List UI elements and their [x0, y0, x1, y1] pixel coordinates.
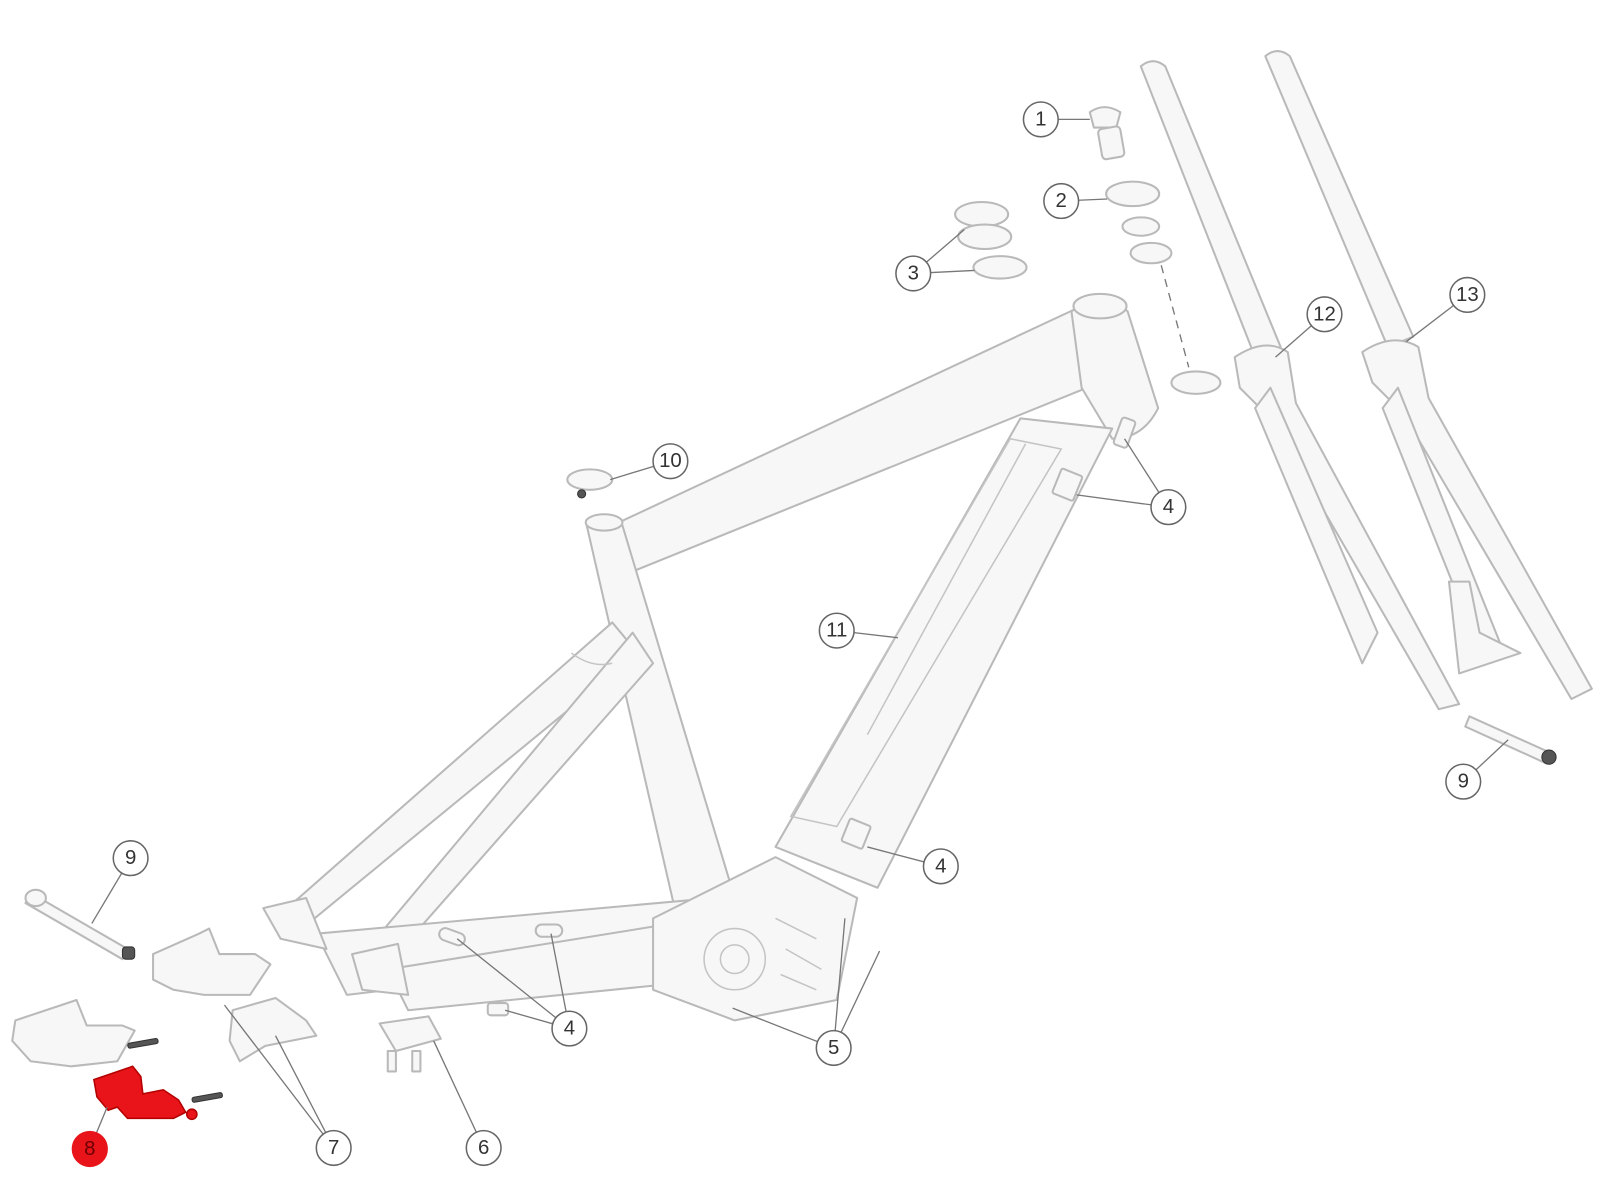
callout-circle	[895, 255, 932, 292]
callout-battery-cover: 11	[818, 612, 855, 649]
highlighted-dropout	[93, 1065, 187, 1120]
callout-circle	[1449, 276, 1486, 314]
callout-circle	[1150, 489, 1187, 526]
callout-circle	[922, 848, 959, 885]
leader-line	[223, 1004, 335, 1149]
callout-circle	[112, 840, 149, 877]
callout-number: 7	[328, 1137, 339, 1159]
callout-number: 10	[659, 450, 682, 472]
callout-front-thru-axle: 9	[1445, 763, 1482, 800]
leader-line	[833, 918, 846, 1049]
callout-cable-guide-downtube: 4	[922, 848, 959, 885]
callout-circle	[315, 1129, 352, 1167]
rear-parts	[11, 888, 442, 1121]
callout-circle	[1043, 182, 1080, 220]
callout-kickstand-plate: 6	[465, 1129, 502, 1167]
leader-line	[274, 1035, 335, 1149]
forks	[1139, 50, 1593, 765]
leader-line	[456, 938, 570, 1030]
callout-circle	[818, 612, 855, 649]
headset-parts	[486, 106, 1222, 1017]
callout-number: 6	[478, 1137, 489, 1159]
callout-derailleur-hanger: 7	[315, 1129, 352, 1167]
callout-number: 11	[826, 620, 847, 642]
callout-circle	[551, 1010, 588, 1047]
callout-dropout-highlighted: 8	[71, 1130, 108, 1168]
callout-number: 4	[935, 855, 946, 877]
callout-number: 12	[1313, 303, 1336, 325]
callout-fork-alt: 13	[1449, 276, 1486, 314]
callout-number: 13	[1456, 284, 1479, 306]
callout-circle	[1306, 296, 1343, 333]
callout-circle	[1445, 763, 1482, 800]
callout-number: 5	[828, 1037, 839, 1059]
callout-number: 9	[125, 847, 136, 869]
callout-seat-clamp: 10	[652, 443, 689, 480]
callout-headset-upper: 2	[1043, 182, 1080, 220]
leader-line	[433, 1040, 485, 1149]
callout-cable-guide-headtube: 4	[1150, 489, 1187, 526]
callout-circle	[71, 1130, 108, 1168]
callout-circle	[652, 443, 689, 480]
callout-circle	[1022, 101, 1059, 138]
callout-number: 4	[564, 1018, 575, 1040]
bike-frame	[262, 292, 1160, 1022]
callout-circle	[815, 1029, 852, 1067]
callout-motor-bolts: 5	[815, 1029, 852, 1067]
leader-lines	[89, 118, 1509, 1150]
callout-number: 9	[1458, 771, 1469, 793]
callout-number: 1	[1035, 108, 1046, 130]
callout-number: 8	[84, 1138, 95, 1160]
callout-circle	[465, 1129, 502, 1167]
callout-number: 4	[1163, 496, 1174, 518]
callout-fork: 12	[1306, 296, 1343, 333]
callout-number: 2	[1056, 190, 1067, 212]
callout-number: 3	[908, 262, 919, 284]
callout-rear-thru-axle: 9	[112, 840, 149, 877]
callout-cable-guide-chainstay: 4	[551, 1010, 588, 1047]
callout-top-cap: 1	[1022, 101, 1059, 138]
callout-headset-spacers: 3	[895, 255, 932, 292]
